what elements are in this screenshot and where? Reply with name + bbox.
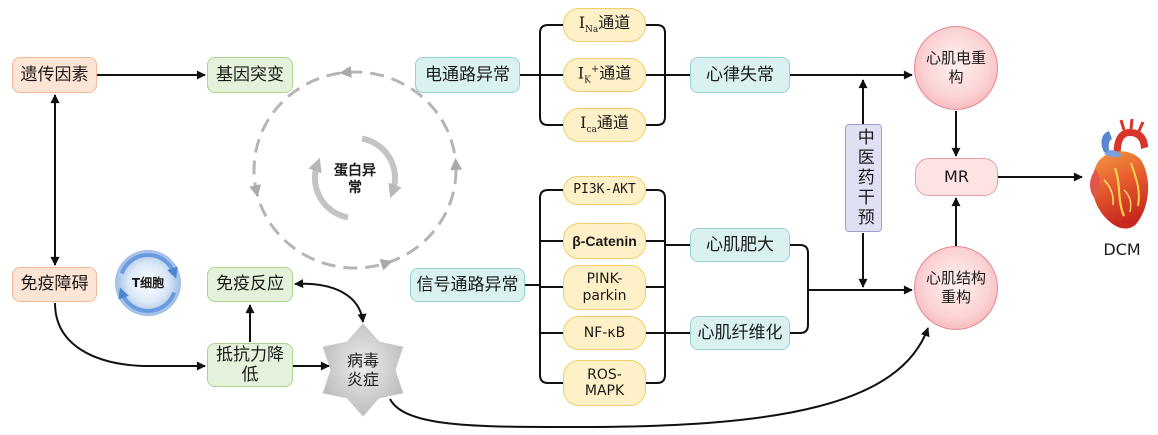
channel-suffix: 通道 (596, 113, 629, 133)
bracket-electrical-left (539, 24, 563, 126)
signal-pill-beta-catenin: β-Catenin (563, 223, 646, 259)
protein-rotate-arc-lower (308, 157, 349, 221)
channel-suffix: 通道 (599, 63, 632, 83)
immune-disorder-box: 免疫障碍 (12, 267, 97, 302)
channel-subscript: K (584, 75, 591, 86)
bracket-signal-left (539, 189, 563, 384)
channel-label: Ica通道 (580, 114, 629, 136)
tcm-intervention-box: 中医药干预 (845, 124, 882, 232)
channel-superscript: + (590, 64, 600, 76)
arrow-immune-response-inflammation-bidirectional (294, 279, 367, 323)
genetic-factor-box: 遗传因素 (12, 57, 97, 93)
signal-pill-nf-kb: NF-κB (563, 316, 646, 350)
electrical-remodeling-circle: 心肌电重 构 (914, 26, 998, 110)
gene-mutation-box: 基因突变 (207, 57, 293, 93)
protein-cycle-dashed-ring (252, 70, 458, 270)
reduced-resistance-box: 抵抗力降 低 (207, 343, 293, 387)
channel-pill-k: IK+通道 (563, 58, 646, 92)
viral-inflammation-star (322, 323, 404, 417)
electrical-pathway-box: 电通路异常 (415, 57, 520, 93)
cycle-arrowhead-right (450, 157, 463, 171)
arrhythmia-box: 心律失常 (690, 57, 790, 93)
channel-pill-ca: Ica通道 (563, 108, 646, 142)
channel-subscript: Na (585, 25, 599, 36)
channel-symbol: I (580, 113, 587, 133)
channel-subscript: ca (586, 125, 597, 136)
t-cell-arc-top (119, 253, 178, 279)
signal-pill-pi3k-akt: PI3K-AKT (563, 176, 646, 205)
protein-rotate-arc-upper (361, 135, 402, 199)
channel-label: IK+通道 (578, 64, 631, 86)
signal-pill-ros-mapk: ROS- MAPK (563, 360, 646, 406)
bracket-hypertrophy-fibrosis (790, 244, 809, 334)
channel-pill-na: INa通道 (563, 8, 646, 42)
channel-label: INa通道 (579, 14, 631, 36)
t-cell-icon (115, 250, 181, 316)
immune-response-box: 免疫反应 (207, 267, 293, 302)
cycle-arrowhead-top (339, 66, 352, 78)
bracket-signal-right (646, 189, 666, 384)
dcm-label: DCM (1103, 240, 1141, 260)
cycle-arrowhead-bottom (379, 259, 393, 271)
viral-inflammation-label: 病毒 炎症 (346, 350, 379, 389)
tcm-intervention-label: 中医药干预 (853, 128, 874, 228)
channel-suffix: 通道 (598, 13, 631, 33)
t-cell-label: T细胞 (131, 275, 165, 290)
heart-illustration (1090, 118, 1149, 229)
arrow-inflammation-to-structural-remodeling (389, 327, 930, 429)
bracket-signal-out (665, 244, 690, 334)
protein-abnormality-label: 蛋白异 常 (334, 163, 376, 196)
arrow-immune-disorder-to-resistance (54, 302, 206, 371)
channel-symbol: I (578, 13, 586, 33)
channel-symbol: I (577, 63, 585, 83)
mr-box: MR (915, 158, 998, 196)
signal-pathway-box: 信号通路异常 (410, 268, 525, 302)
t-cell-arc-bottom (118, 287, 177, 313)
fibrosis-box: 心肌纤维化 (690, 316, 790, 350)
signal-pill-pink-parkin: PINK- parkin (563, 265, 646, 310)
hypertrophy-box: 心肌肥大 (690, 228, 790, 262)
structural-remodeling-circle: 心肌结构 重构 (914, 246, 998, 330)
cycle-arrowhead-left (249, 184, 262, 198)
